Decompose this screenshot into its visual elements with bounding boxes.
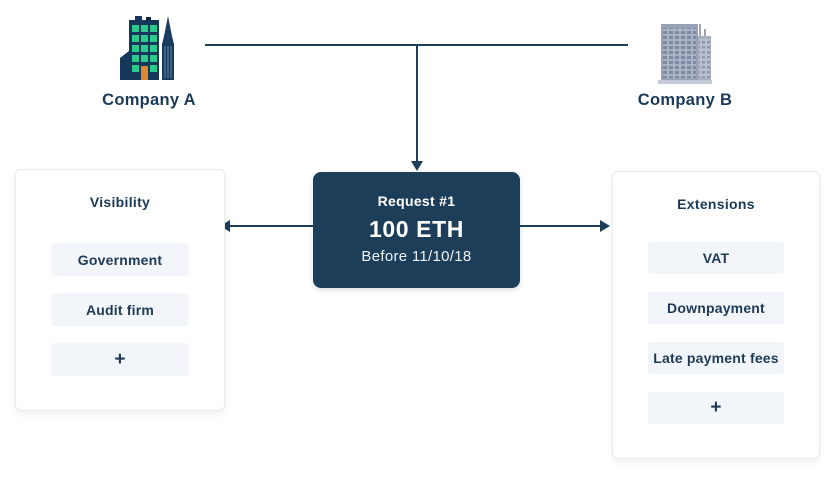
- extensions-panel: Extensions VAT Downpayment Late payment …: [612, 171, 820, 459]
- request-title: Request #1: [377, 193, 456, 209]
- company-a-label: Company A: [102, 91, 196, 109]
- request-deadline: Before 11/10/18: [361, 248, 472, 265]
- visibility-add-button[interactable]: +: [51, 343, 189, 376]
- request-amount: 100 ETH: [369, 216, 464, 242]
- extensions-item-late-payment-fees[interactable]: Late payment fees: [648, 342, 784, 374]
- visibility-panel-title: Visibility: [89, 194, 151, 210]
- office-building-icon: [120, 16, 174, 80]
- right-arrowhead-icon: [600, 220, 610, 232]
- visibility-item-government[interactable]: Government: [51, 243, 189, 276]
- skyscraper-icon: [658, 24, 712, 84]
- connector-request-line: [416, 44, 418, 163]
- company-b: Company B: [629, 10, 741, 110]
- visibility-item-audit-firm[interactable]: Audit firm: [51, 293, 189, 326]
- extensions-add-button[interactable]: +: [648, 392, 784, 424]
- company-b-icon-wrap: [656, 10, 714, 86]
- company-b-label: Company B: [637, 91, 733, 109]
- connector-extensions-line: [520, 225, 602, 227]
- company-a: Company A: [93, 10, 205, 110]
- down-arrowhead-icon: [411, 161, 423, 171]
- request-box: Request #1 100 ETH Before 11/10/18: [313, 172, 520, 288]
- company-a-icon-wrap: [120, 10, 178, 86]
- extensions-item-downpayment[interactable]: Downpayment: [648, 292, 784, 324]
- left-arrowhead-icon: [220, 220, 230, 232]
- connector-visibility-line: [228, 225, 313, 227]
- visibility-panel: Visibility Government Audit firm +: [15, 169, 225, 411]
- extensions-panel-title: Extensions: [677, 196, 755, 212]
- extensions-item-vat[interactable]: VAT: [648, 242, 784, 274]
